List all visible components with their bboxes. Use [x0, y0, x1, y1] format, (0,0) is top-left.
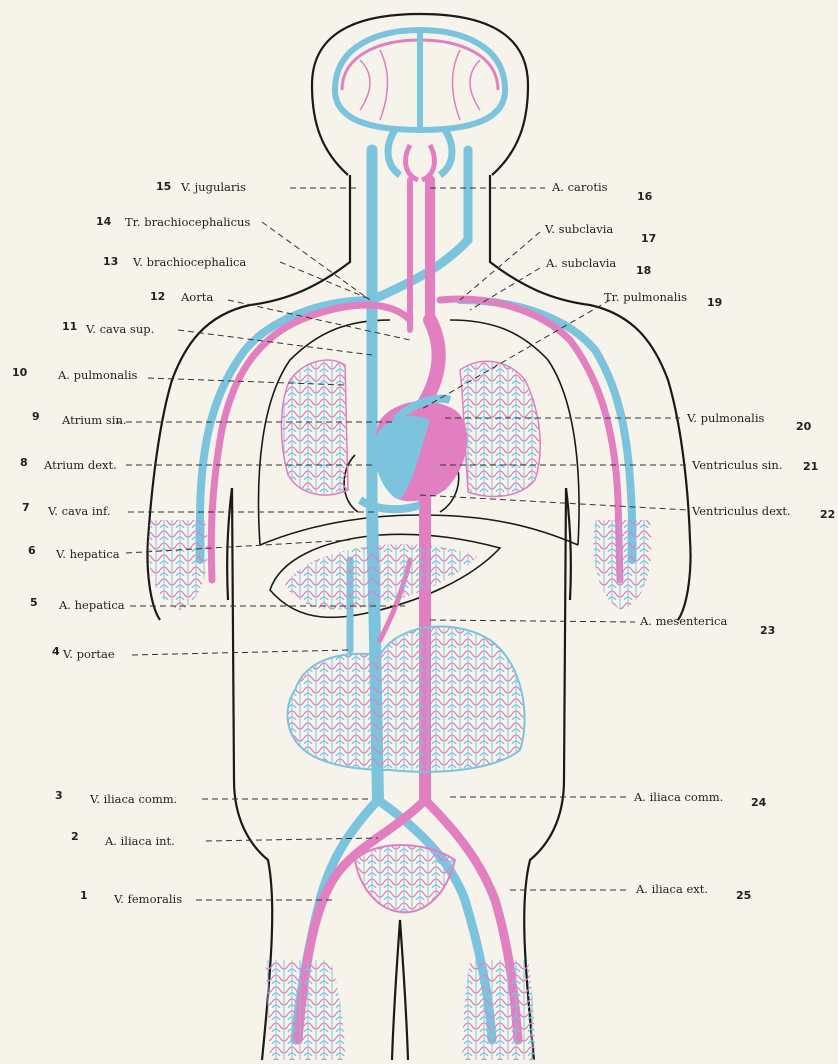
label-number: 8: [20, 456, 28, 470]
pelvis-capillaries: [355, 845, 455, 912]
label-v-iliaca-comm: V. iliaca comm.: [90, 792, 177, 806]
label-atrium-dext: Atrium dext.: [44, 458, 117, 472]
label-v-jugularis: V. jugularis: [181, 180, 246, 194]
label-number: 24: [751, 796, 766, 810]
label-a-pulmonalis: A. pulmonalis: [58, 368, 137, 382]
label-ventriculus-dext: Ventriculus dext.: [692, 504, 791, 518]
label-tr-pulmonalis: Tr. pulmonalis: [604, 290, 687, 304]
label-a-carotis: A. carotis: [552, 180, 608, 194]
label-number: 3: [55, 789, 63, 803]
label-v-hepatica: V. hepatica: [56, 547, 120, 561]
label-v-brachiocephalica: V. brachiocephalica: [133, 255, 246, 269]
label-number: 21: [803, 460, 818, 474]
label-v-pulmonalis: V. pulmonalis: [687, 411, 764, 425]
label-atrium-sin: Atrium sin.: [62, 413, 127, 427]
label-number: 2: [71, 830, 79, 844]
label-number: 7: [22, 501, 30, 515]
label-ventriculus-sin: Ventriculus sin.: [692, 458, 782, 472]
intestines: [288, 626, 525, 771]
label-a-hepatica: A. hepatica: [59, 598, 125, 612]
label-v-portae: V. portae: [63, 647, 115, 661]
label-a-subclavia: A. subclavia: [546, 256, 616, 270]
label-number: 14: [96, 215, 111, 229]
label-number: 18: [636, 264, 651, 278]
label-a-iliaca-int: A. iliaca int.: [105, 834, 175, 848]
label-v-cava-sup: V. cava sup.: [86, 322, 154, 336]
label-number: 15: [156, 180, 171, 194]
label-v-cava-inf: V. cava inf.: [48, 504, 111, 518]
label-a-iliaca-comm: A. iliaca comm.: [634, 790, 723, 804]
label-number: 11: [62, 320, 77, 334]
label-a-mesenterica: A. mesenterica: [640, 614, 727, 628]
label-number: 22: [820, 508, 835, 522]
label-number: 23: [760, 624, 775, 638]
label-number: 5: [30, 596, 38, 610]
label-v-subclavia: V. subclavia: [545, 222, 613, 236]
label-number: 19: [707, 296, 722, 310]
label-number: 4: [52, 645, 60, 659]
label-number: 16: [637, 190, 652, 204]
label-number: 20: [796, 420, 811, 434]
label-number: 17: [641, 232, 656, 246]
liver: [285, 544, 478, 609]
label-number: 13: [103, 255, 118, 269]
label-tr-brachiocephalicus: Tr. brachiocephalicus: [125, 215, 250, 229]
label-v-femoralis: V. femoralis: [114, 892, 182, 906]
brain-vessels: [335, 30, 505, 180]
label-number: 12: [150, 290, 165, 304]
label-number: 6: [28, 544, 36, 558]
label-number: 25: [736, 889, 751, 903]
label-number: 9: [32, 410, 40, 424]
label-aorta: Aorta: [181, 290, 213, 304]
legs: [265, 960, 535, 1060]
label-number: 1: [80, 889, 88, 903]
label-a-iliaca-ext: A. iliaca ext.: [636, 882, 708, 896]
label-number: 10: [12, 366, 27, 380]
